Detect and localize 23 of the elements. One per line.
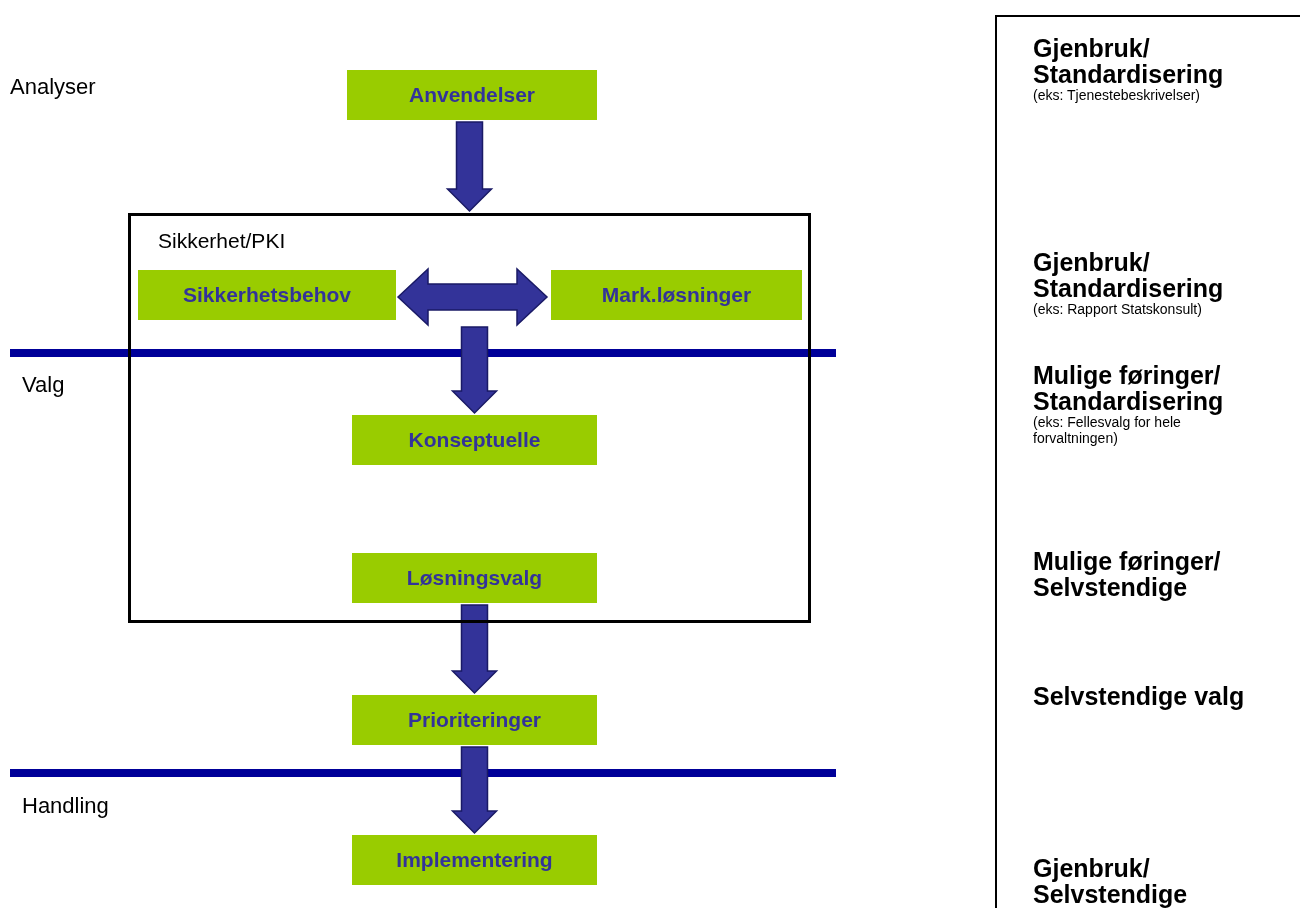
phase-label: Handling [22,793,109,819]
process-box: Anvendelser [347,70,597,120]
process-box: Konseptuelle [352,415,597,465]
block-arrow [450,604,499,695]
block-arrow [396,267,549,327]
process-box: Implementering [352,835,597,885]
phase-label: Valg [22,372,65,398]
category-heading: Gjenbruk/ Selvstendige [1033,855,1189,907]
example-note: (eks: Tjenestebeskrivelser) [1033,87,1201,103]
process-box: Løsningsvalg [352,553,597,603]
block-arrow [445,121,494,213]
category-heading: Mulige føringer/ Selvstendige [1033,548,1222,600]
block-arrow [450,746,499,835]
category-heading: Selvstendige valg [1033,683,1246,709]
block-arrow [450,326,499,415]
group-frame [128,213,811,623]
phase-label: Analyser [10,74,96,100]
example-note: (eks: Fellesvalg for hele forvaltningen) [1033,414,1181,446]
example-note: (eks: Rapport Statskonsult) [1033,301,1202,317]
process-box: Prioriteringer [352,695,597,745]
process-box: Sikkerhetsbehov [138,270,396,320]
process-box: Mark.løsninger [551,270,802,320]
group-title: Sikkerhet/PKI [158,229,286,253]
